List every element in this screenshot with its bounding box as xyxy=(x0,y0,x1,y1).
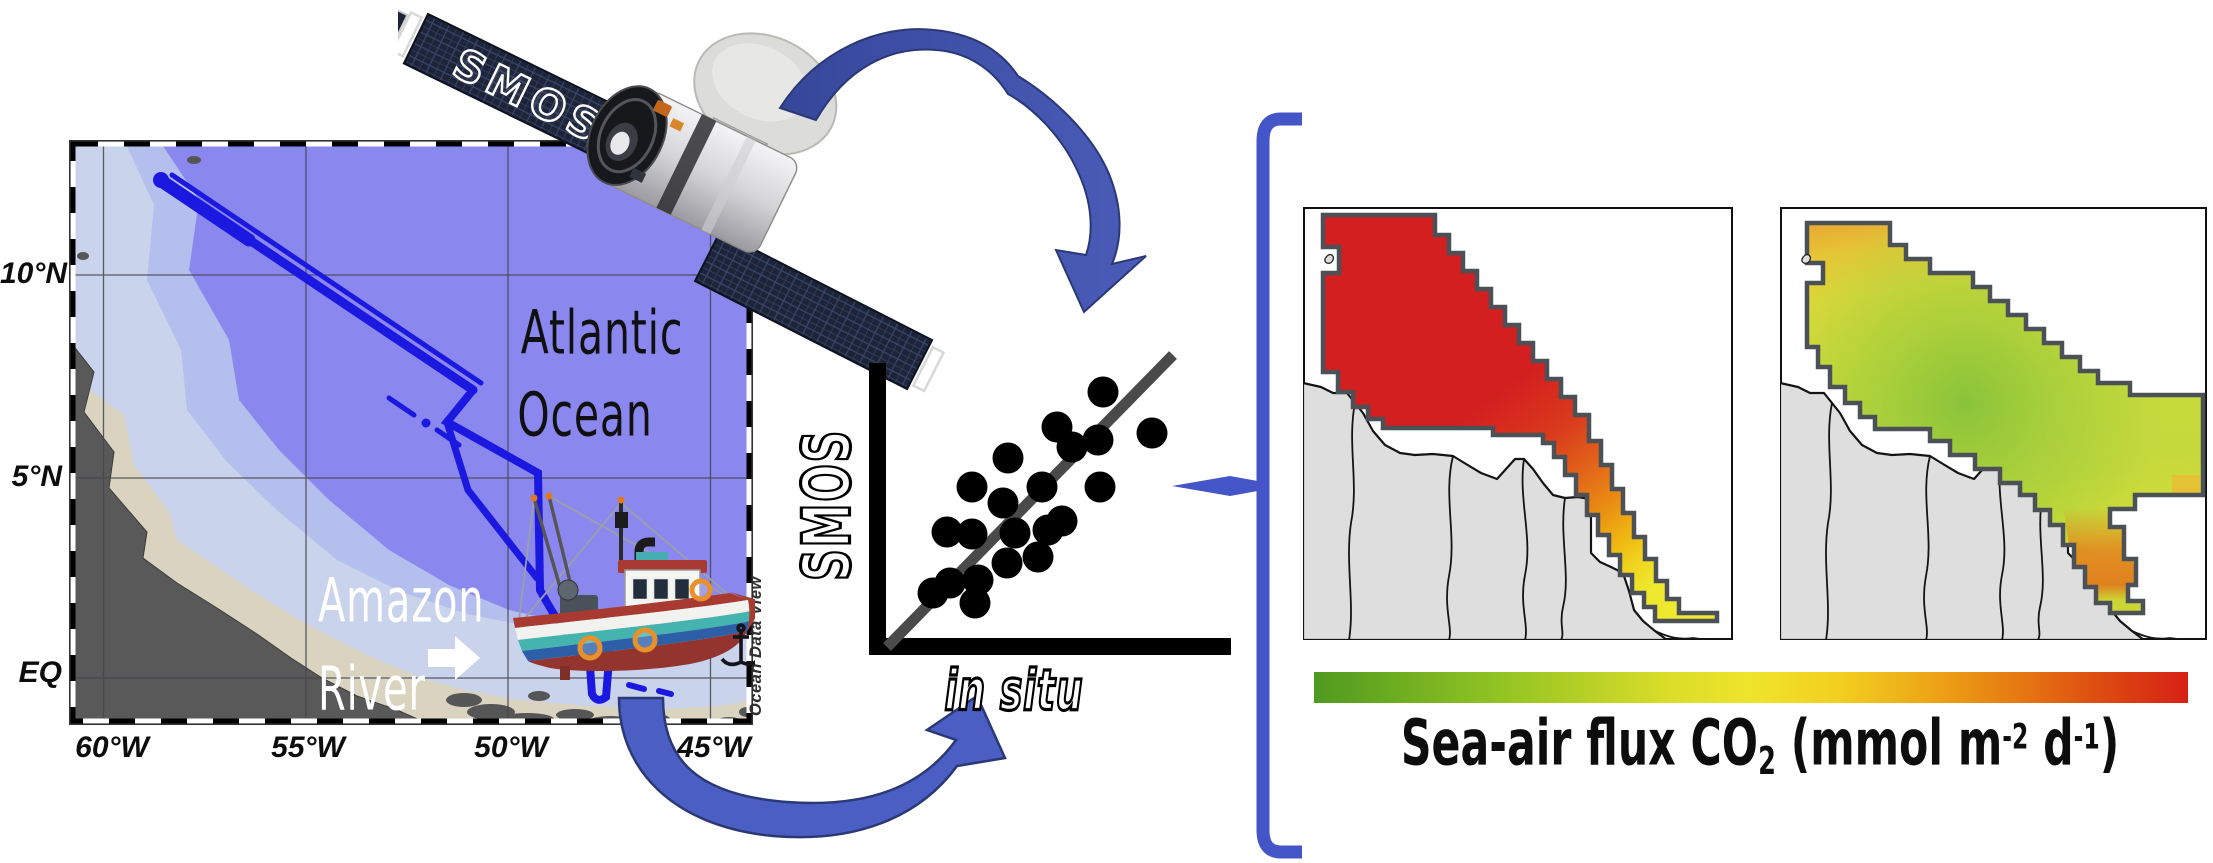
scatter-point xyxy=(1026,471,1058,503)
results-brace xyxy=(1172,112,1302,859)
map-frame-under xyxy=(69,140,753,725)
hull-bottom xyxy=(528,631,747,672)
scatter-point xyxy=(1082,424,1114,456)
plume-outline xyxy=(1804,220,2206,616)
flux-colorbar xyxy=(1314,672,2188,703)
scatter-point xyxy=(917,577,949,609)
curved-arrow-shape xyxy=(778,28,1147,314)
scatter-points xyxy=(917,376,1168,619)
amazon-river-label-line1: Amazon xyxy=(318,565,485,637)
ytick-eq: EQ xyxy=(18,656,62,689)
flux-map-after xyxy=(1780,207,2207,640)
co2-flux-plume xyxy=(1320,212,1720,624)
solar-wing-right xyxy=(693,230,946,393)
rudder xyxy=(560,666,570,680)
satellite-body xyxy=(586,32,838,253)
scatter-point xyxy=(1056,431,1088,463)
scatter-point xyxy=(959,587,991,619)
anchor-icon xyxy=(720,623,755,667)
smos-satellite: SMOS xyxy=(398,8,946,393)
curved-arrow-shape xyxy=(617,694,1007,839)
map-frame-line xyxy=(69,140,753,725)
hull-strake-white xyxy=(515,600,752,640)
scatter-point xyxy=(987,487,1019,519)
country-borders xyxy=(1825,402,2186,640)
funnel xyxy=(634,537,655,570)
shelf-band-inner xyxy=(69,140,753,725)
flux-map-before xyxy=(1303,207,1733,640)
scatter-point xyxy=(956,471,988,503)
island xyxy=(1801,253,1811,264)
boom-light-2 xyxy=(545,492,553,500)
research-vessel xyxy=(513,492,755,680)
scatter-y-axis-label: SMOS xyxy=(787,428,866,583)
colorbar-caption: Sea-air flux CO2 (mmol m-2 d-1) xyxy=(1400,707,2120,784)
x-axis xyxy=(869,638,1231,655)
scatter-x-axis-label: in situ xyxy=(943,655,1084,724)
ship-track xyxy=(153,172,674,704)
colorbar-gradient xyxy=(1314,672,2188,703)
xtick-45w: 45°W xyxy=(677,731,751,764)
xtick-60w: 60°W xyxy=(75,731,149,764)
arrow-insitu-to-plot xyxy=(617,694,1007,839)
winch-drum xyxy=(557,579,579,601)
ytick-10n: 10°N xyxy=(0,257,68,290)
xtick-55w: 55°W xyxy=(271,731,345,764)
radar-box xyxy=(615,512,628,528)
life-rings xyxy=(577,578,713,661)
mast-light xyxy=(617,496,625,504)
river-pointer-arrow-icon xyxy=(428,636,480,680)
hull-strake-teal xyxy=(518,611,752,651)
xtick-50w: 50°W xyxy=(474,731,548,764)
study-area-map xyxy=(69,140,753,725)
hull-strake-red xyxy=(513,593,748,628)
boom-light-1 xyxy=(530,494,538,502)
scatter-point xyxy=(1046,505,1078,537)
bow xyxy=(730,592,755,632)
graticule xyxy=(69,140,753,725)
scatter-point xyxy=(1087,376,1119,408)
cabin-roof-cap xyxy=(636,552,668,561)
validation-scatter-plot xyxy=(869,351,1231,655)
scatter-point xyxy=(956,518,988,550)
cabin-windows xyxy=(630,576,692,602)
scatter-point xyxy=(931,516,963,548)
amazon-river-label-line2: River xyxy=(318,653,426,725)
brace-middle-tick xyxy=(1172,476,1263,496)
country-borders xyxy=(1348,402,1709,640)
brace-spine xyxy=(1256,112,1302,859)
arrow-satellite-to-plot xyxy=(778,28,1147,314)
scatter-point xyxy=(999,517,1031,549)
island xyxy=(1324,253,1334,264)
atlantic-ocean-label-line2: Ocean xyxy=(517,379,653,451)
y-axis xyxy=(869,363,886,655)
scatter-point xyxy=(1136,417,1168,449)
ytick-5n: 5°N xyxy=(11,460,62,493)
scatter-point xyxy=(991,547,1023,579)
atlantic-ocean-label-line1: Atlantic xyxy=(520,297,684,369)
scatter-point xyxy=(962,564,994,596)
scatter-point xyxy=(1084,471,1116,503)
scatter-point xyxy=(992,442,1024,474)
scatter-point xyxy=(1022,541,1054,573)
